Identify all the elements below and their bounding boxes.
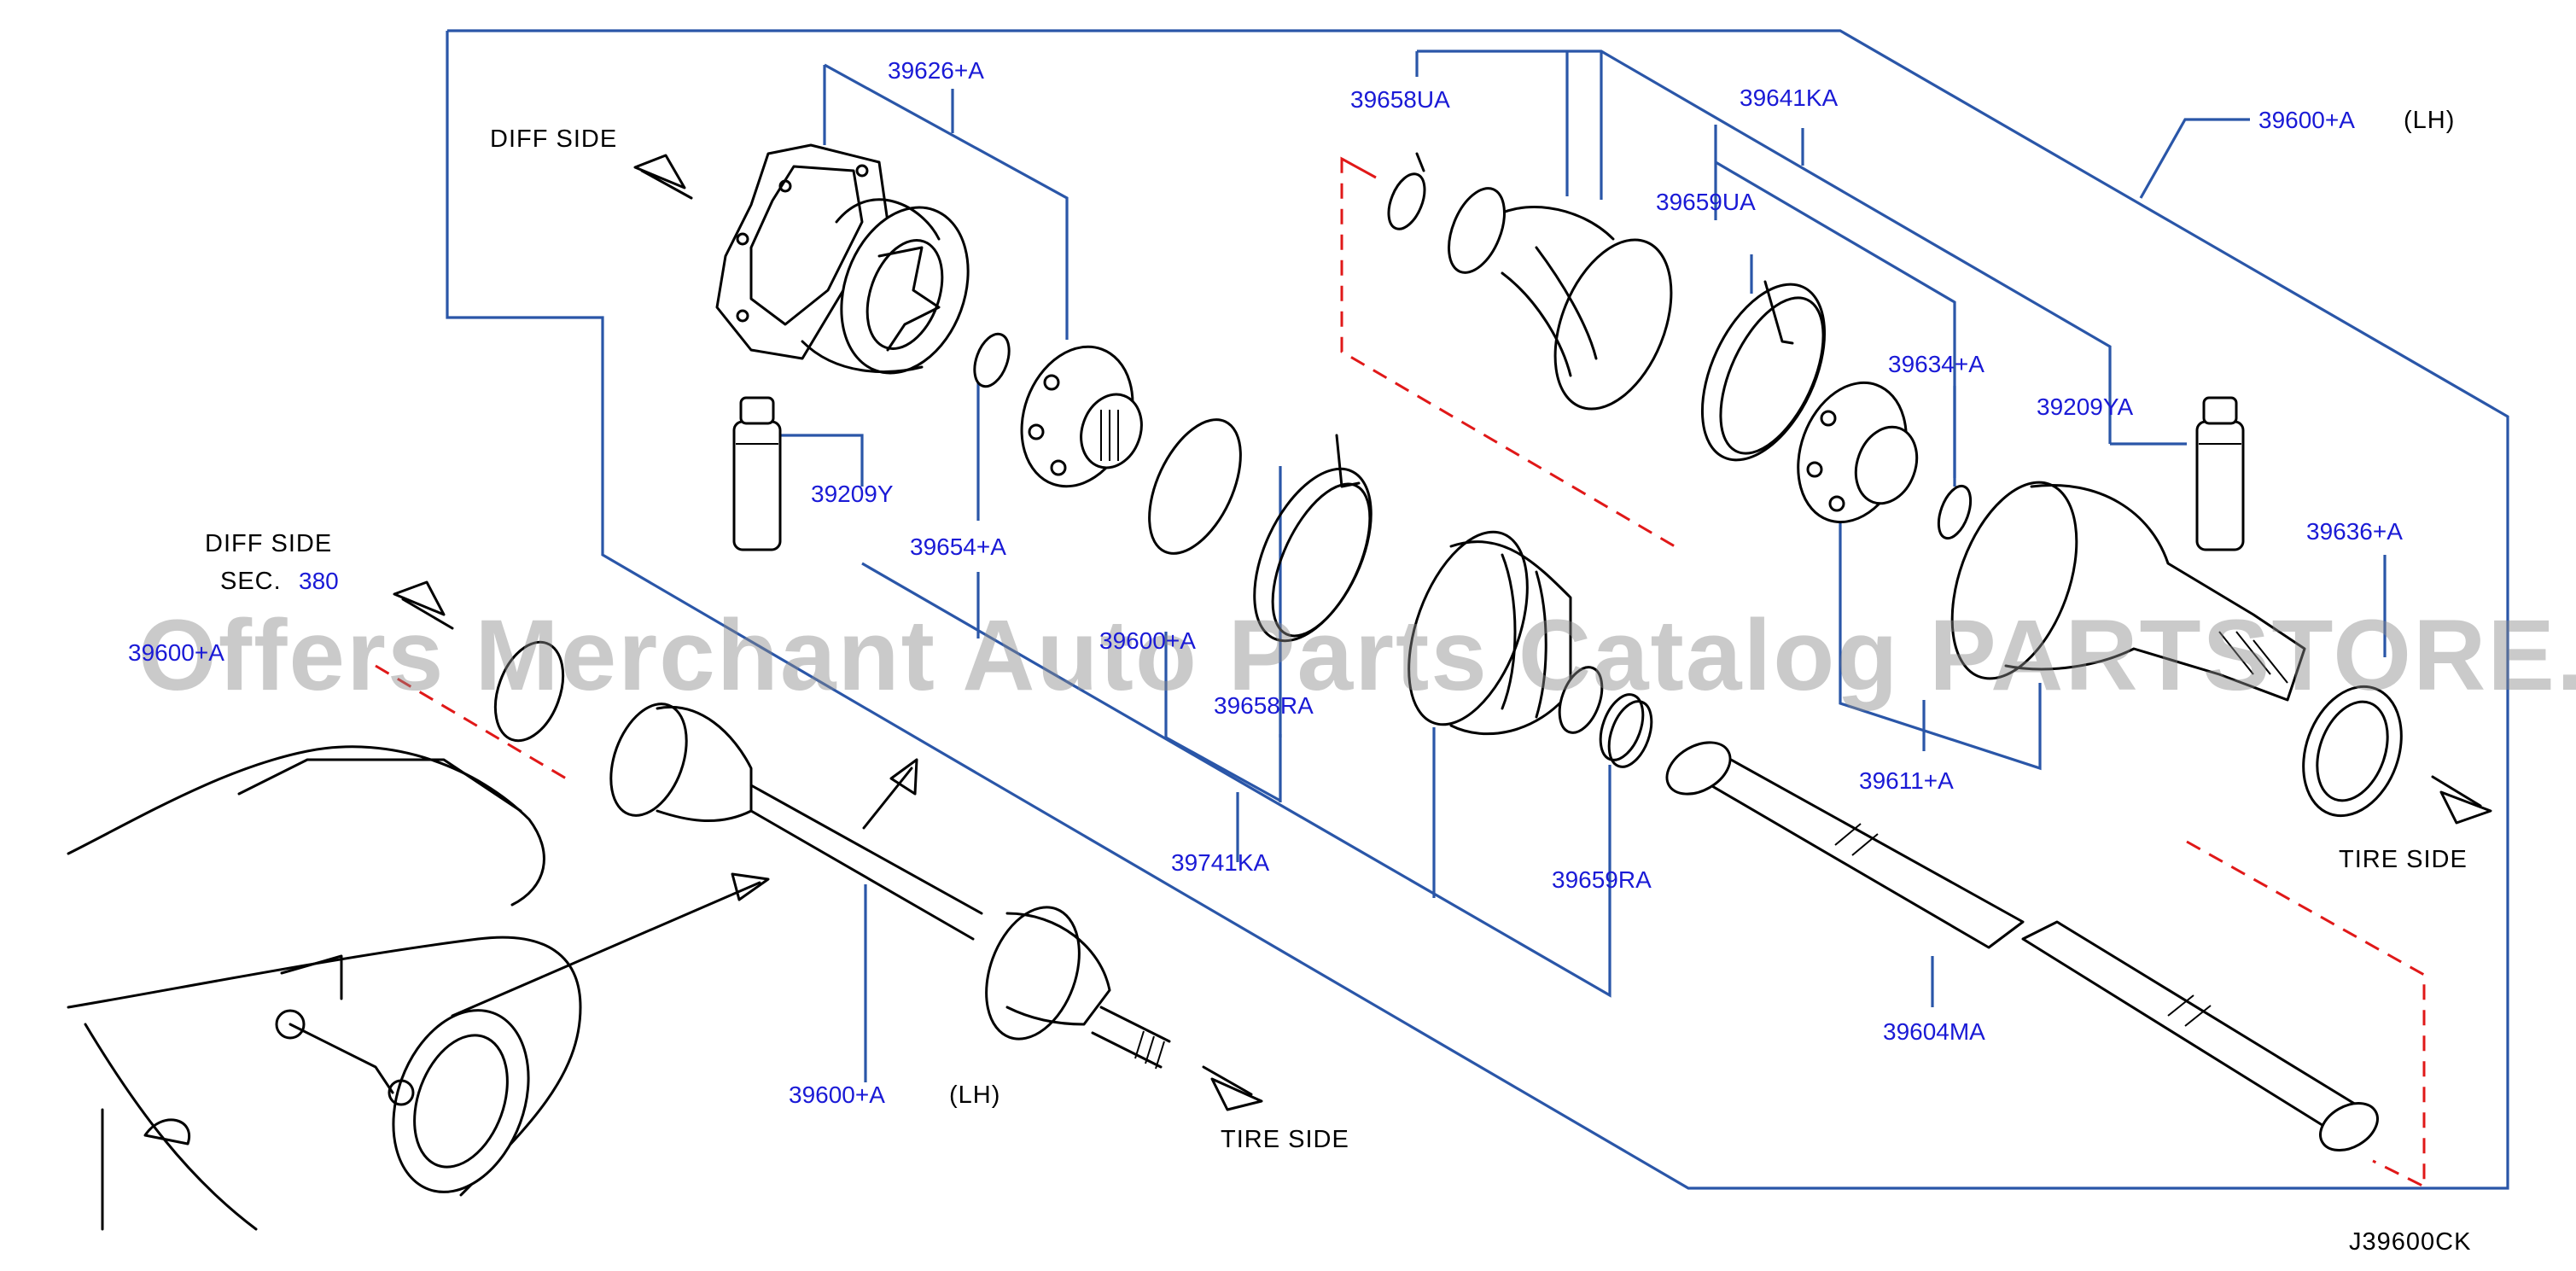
assembled-driveshaft-drawing (493, 640, 1171, 1070)
watermark-text: Offers Merchant Auto Parts Catalog PARTS… (138, 599, 2576, 712)
joint-inner-right-drawing (1797, 381, 1919, 524)
note-tire-side-right: TIRE SIDE (2339, 846, 2468, 873)
part-label-39658ra[interactable]: 39658RA (1214, 692, 1314, 719)
part-label-39659ra[interactable]: 39659RA (1552, 866, 1652, 893)
part-label-39658ua[interactable]: 39658UA (1350, 86, 1450, 113)
part-label-39626a[interactable]: 39626+A (888, 57, 984, 84)
note-diff-side-left: DIFF SIDE (205, 530, 332, 557)
ring-659ra-drawing (1599, 693, 1645, 761)
section-link-380[interactable]: 380 (299, 568, 339, 594)
diagram-notes: DIFF SIDE DIFF SIDE SEC. TIRE SIDE TIRE … (205, 125, 2471, 1256)
leader-lines (773, 50, 2387, 1082)
part-labels: 39626+A 39658UA 39641KA 39600+A (LH) 396… (128, 57, 2455, 1109)
part-label-39636a[interactable]: 39636+A (2306, 518, 2403, 545)
part-label-39600a-top[interactable]: 39600+A (2258, 107, 2355, 133)
grease-bottle-right-drawing (2195, 396, 2245, 551)
diff-housing-drawing (715, 143, 970, 375)
part-label-39209y[interactable]: 39209Y (811, 481, 894, 507)
rings-middle-drawing (1148, 418, 1373, 643)
part-label-39209ya[interactable]: 39209YA (2037, 394, 2133, 420)
part-drawings (67, 143, 2492, 1231)
part-label-39600a-left[interactable]: 39600+A (128, 639, 224, 666)
vehicle-outline-drawing (67, 745, 582, 1231)
diagram-code: J39600CK (2349, 1228, 2471, 1256)
shaft-drawing (1665, 741, 2379, 1151)
dashed-guides (375, 156, 2426, 1189)
boot-right-upper-drawing (1387, 152, 1673, 411)
part-label-39741ka[interactable]: 39741KA (1171, 849, 1270, 876)
part-label-39604ma[interactable]: 39604MA (1883, 1018, 1985, 1045)
direction-arrows (393, 154, 2492, 1111)
note-tire-side-bottom: TIRE SIDE (1221, 1126, 1349, 1153)
part-label-39641ka[interactable]: 39641KA (1740, 85, 1839, 111)
note-sec-label: SEC. (220, 568, 282, 595)
clamp-right-upper-drawing (1700, 280, 1827, 462)
dust-seal-drawing (2302, 685, 2403, 818)
grease-bottle-left-drawing (732, 396, 782, 551)
part-label-39600-mid[interactable]: 39600+A (1099, 627, 1196, 654)
part-label-39659ua[interactable]: 39659UA (1656, 189, 1756, 215)
part-label-39611a[interactable]: 39611+A (1859, 767, 1954, 794)
circlip-drawing (973, 332, 1973, 540)
outer-joint-drawing (1950, 481, 2306, 702)
boot-left-drawing (1407, 530, 1653, 768)
part-label-39654a[interactable]: 39654+A (910, 533, 1006, 560)
part-side-bottom: (LH) (949, 1082, 1000, 1109)
part-side-top: (LH) (2404, 107, 2455, 134)
joint-inner-left-drawing (1020, 345, 1143, 488)
part-label-39634a[interactable]: 39634+A (1888, 351, 1984, 377)
note-diff-side-top: DIFF SIDE (490, 125, 617, 153)
assembly-outline (446, 29, 2509, 1190)
part-label-39600a-bottom[interactable]: 39600+A (789, 1082, 885, 1108)
